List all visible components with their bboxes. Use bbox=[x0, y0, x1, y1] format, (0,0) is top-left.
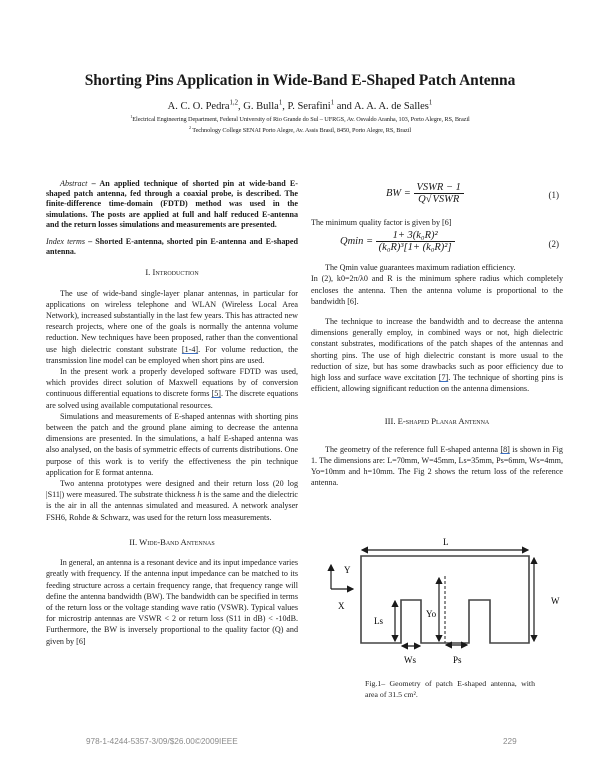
qmin-intro: The minimum quality factor is given by [… bbox=[311, 218, 452, 227]
paper-title: Shorting Pins Application in Wide-Band E… bbox=[84, 72, 516, 89]
section-heading-e-shaped: III. E-shaped Planar Antenna bbox=[384, 416, 490, 427]
intro-paragraph-4: Two antenna prototypes were designed and… bbox=[46, 479, 298, 522]
citation-link[interactable]: [1-4] bbox=[181, 344, 199, 354]
geometry-paragraph: The geometry of the reference full E-sha… bbox=[311, 444, 563, 488]
wide-band-paragraph: In general, an antenna is a resonant dev… bbox=[46, 558, 298, 646]
right-column: BW = VSWR − 1 Q√VSWR (1) The minimum qua… bbox=[311, 179, 563, 488]
label-Ps: Ps bbox=[453, 655, 462, 665]
k0-paragraph: In (2), k0=2π/λ0 and R is the minimum sp… bbox=[311, 274, 563, 306]
index-terms: Index terms – Shorted E-antenna, shorted… bbox=[46, 237, 299, 257]
section-heading-introduction: I. Introduction bbox=[145, 267, 199, 278]
page-number: 229 bbox=[503, 737, 517, 746]
label-Ws: Ws bbox=[404, 655, 416, 665]
citation-link[interactable]: [5] bbox=[211, 389, 221, 399]
author: G. Bulla bbox=[243, 101, 279, 112]
citation-link[interactable]: [8] bbox=[500, 444, 510, 454]
label-Ls: Ls bbox=[374, 616, 383, 626]
author: P. Serafini bbox=[287, 101, 331, 112]
intro-paragraph-2: In the present work a properly developed… bbox=[46, 367, 298, 410]
equation-2: Qmin = 1+ 3(k₀R)² (k₀R)³[1+ (k₀R)²] (2) bbox=[340, 230, 560, 254]
author-list: A. C. O. Pedra1,2, G. Bulla1, P. Serafin… bbox=[167, 99, 433, 112]
author: A. C. O. Pedra bbox=[167, 101, 230, 112]
label-Yo: Yo bbox=[426, 609, 437, 619]
affiliation-1: 1Electrical Engineering Department, Fede… bbox=[130, 113, 470, 123]
label-L: L bbox=[443, 537, 449, 547]
citation-link[interactable]: [7] bbox=[438, 373, 449, 383]
author: A. A. A. de Salles bbox=[353, 101, 429, 112]
label-Y: Y bbox=[344, 565, 351, 575]
label-W: W bbox=[551, 596, 560, 606]
equation-1: BW = VSWR − 1 Q√VSWR (1) bbox=[386, 182, 560, 206]
section-heading-wide-band: II. Wide-Band Antennas bbox=[129, 536, 215, 547]
equation-number: (1) bbox=[548, 190, 560, 200]
figure-1-caption: Fig.1– Geometry of patch E-shaped antenn… bbox=[365, 679, 535, 699]
intro-paragraph-3: Simulations and measurements of E-shaped… bbox=[46, 411, 298, 477]
affiliation-2: 2 Technology College SENAI Porto Alegre,… bbox=[188, 124, 412, 134]
label-X: X bbox=[338, 601, 345, 611]
figure-1-antenna-geometry: L W Y X Ls Yo Ws Ps bbox=[327, 537, 560, 665]
intro-paragraph-1: The use of wide-band single-layer planar… bbox=[46, 288, 298, 365]
qmin-note: The Qmin value guarantees maximum radiat… bbox=[325, 263, 516, 273]
technique-paragraph: The technique to increase the bandwidth … bbox=[311, 317, 563, 394]
footer-isbn: 978-1-4244-5357-3/09/$26.00©2009IEEE bbox=[86, 737, 238, 746]
abstract: Abstract – An applied technique of short… bbox=[46, 179, 298, 229]
e-patch-outline bbox=[360, 555, 530, 644]
left-column: Abstract – An applied technique of short… bbox=[46, 179, 298, 647]
equation-number: (2) bbox=[548, 239, 560, 250]
